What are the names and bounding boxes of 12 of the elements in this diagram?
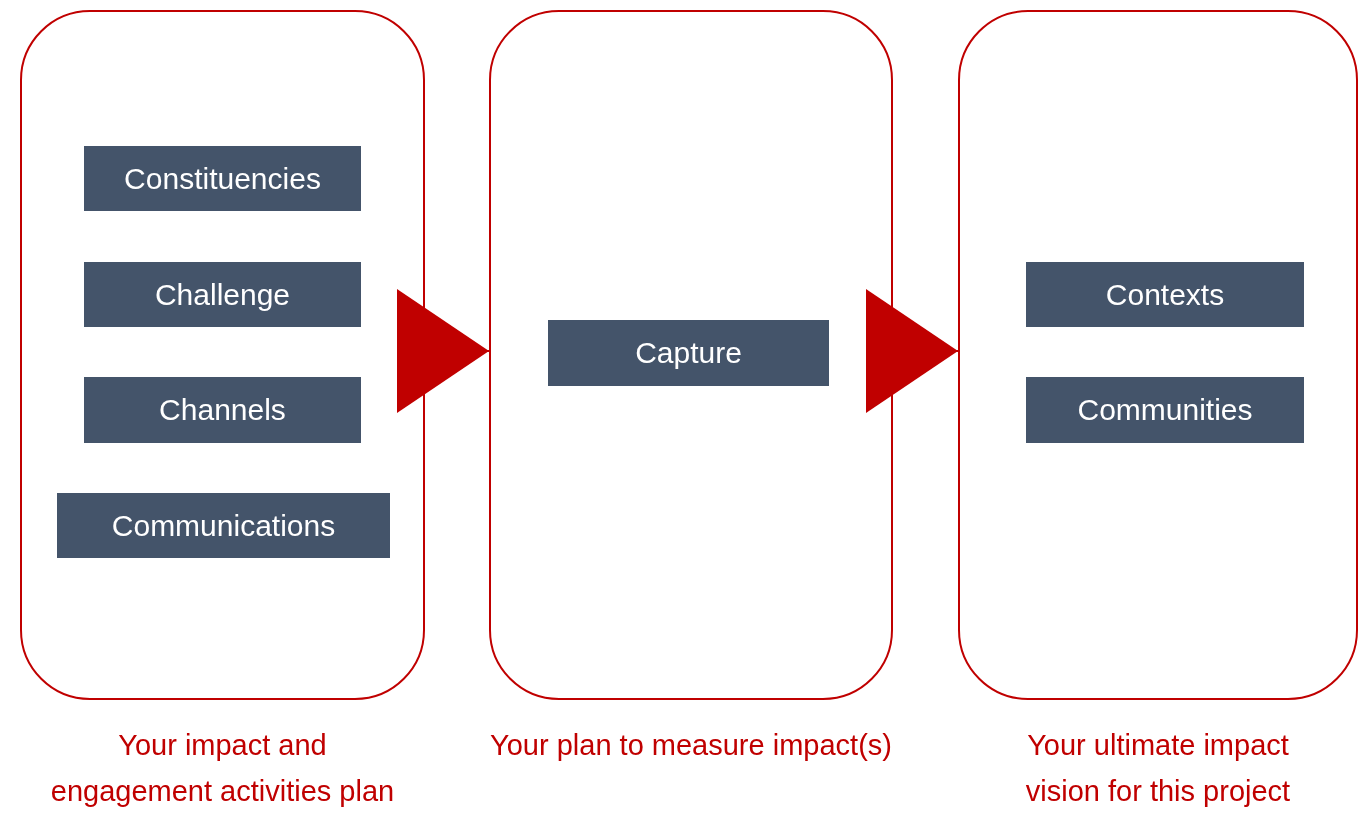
label-box: Channels bbox=[84, 377, 361, 443]
panel-caption: Your impact and engagement activities plan bbox=[49, 728, 396, 809]
panel-caption: Your ultimate impact vision for this project bbox=[1024, 728, 1292, 809]
label-box: Contexts bbox=[1026, 262, 1304, 327]
arrow bbox=[866, 289, 959, 413]
label-box: Constituencies bbox=[84, 146, 361, 211]
label-box: Capture bbox=[548, 320, 829, 386]
label-box: Challenge bbox=[84, 262, 361, 327]
label-box: Communities bbox=[1026, 377, 1304, 443]
panel-caption: Your plan to measure impact(s) bbox=[489, 728, 893, 763]
label-box: Communications bbox=[57, 493, 390, 558]
arrow bbox=[397, 289, 490, 413]
